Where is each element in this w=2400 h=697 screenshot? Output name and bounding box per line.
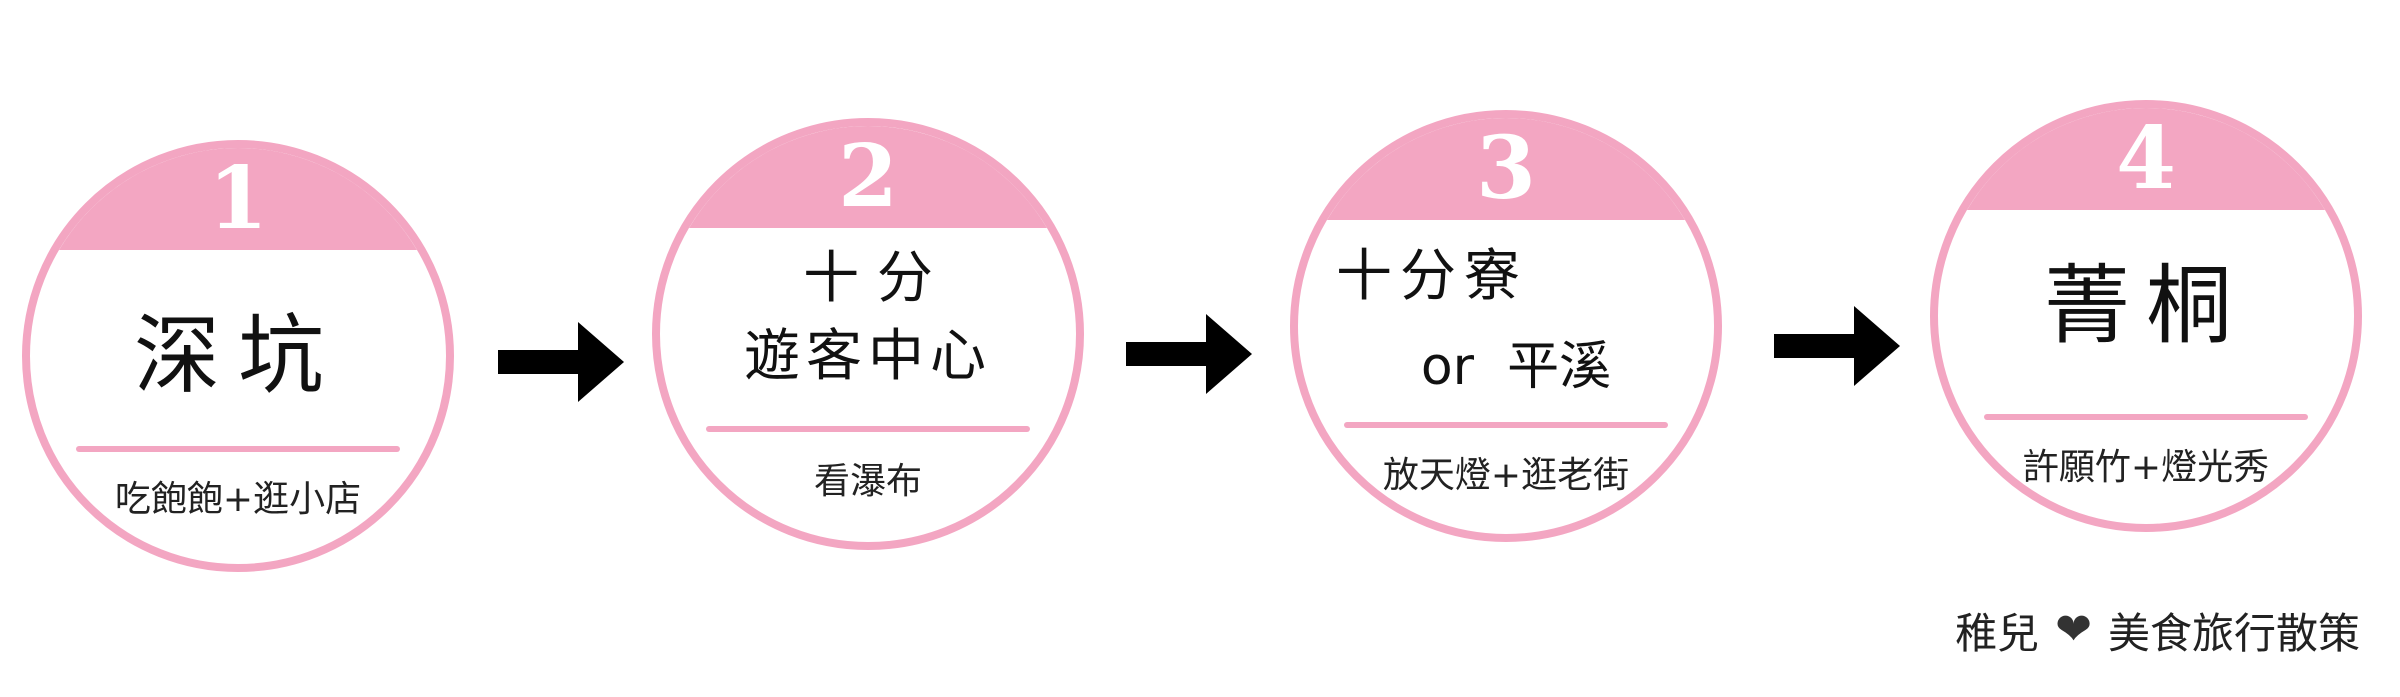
step-3-header [1298,118,1714,220]
step-3-activity: 放天燈+逛老街 [1382,455,1630,496]
arrow-right-icon [1126,314,1252,394]
signature: 稚兒 ❤ 美食旅行散策 [1955,600,2360,660]
step-3-place-line-2: or 平溪 [1420,337,1612,397]
arrow-right-icon [498,322,624,402]
step-2-activity: 看瀑布 [813,461,922,502]
step-2-header [660,126,1076,228]
arrow-right-icon [1774,306,1900,386]
step-4-circle: 4 菁桐 許願竹+燈光秀 [1930,100,2362,532]
step-1-activity: 吃飽飽+逛小店 [114,479,362,520]
step-4-header [1938,108,2354,210]
step-1-place: 深坑 [134,306,342,406]
heart-icon: ❤ [2055,604,2092,655]
step-2-divider [706,426,1030,432]
step-2-place-line-2: 遊客中心 [744,324,992,389]
step-3-divider [1344,422,1668,428]
step-3-place-line-1: 十分寮 [1336,244,1528,309]
step-1-number: 1 [208,148,268,249]
step-4-activity: 許願竹+燈光秀 [2022,447,2270,488]
step-2-place-line-1: 十 分 [803,246,933,311]
step-4-place: 菁桐 [2044,256,2248,356]
step-3-circle: 3 十分寮 or 平溪 放天燈+逛老街 [1290,110,1722,542]
signature-tagline: 美食旅行散策 [2107,608,2360,658]
step-1-circle: 1 深坑 吃飽飽+逛小店 [22,140,454,572]
step-4-divider [1984,414,2308,420]
step-2-number: 2 [838,126,898,227]
step-1-header [30,148,446,250]
step-3-number: 3 [1476,118,1536,219]
step-2-circle: 2 十 分 遊客中心 看瀑布 [652,118,1084,550]
step-1-divider [76,446,400,452]
signature-name: 稚兒 [1955,608,2040,658]
step-4-number: 4 [2116,108,2176,209]
